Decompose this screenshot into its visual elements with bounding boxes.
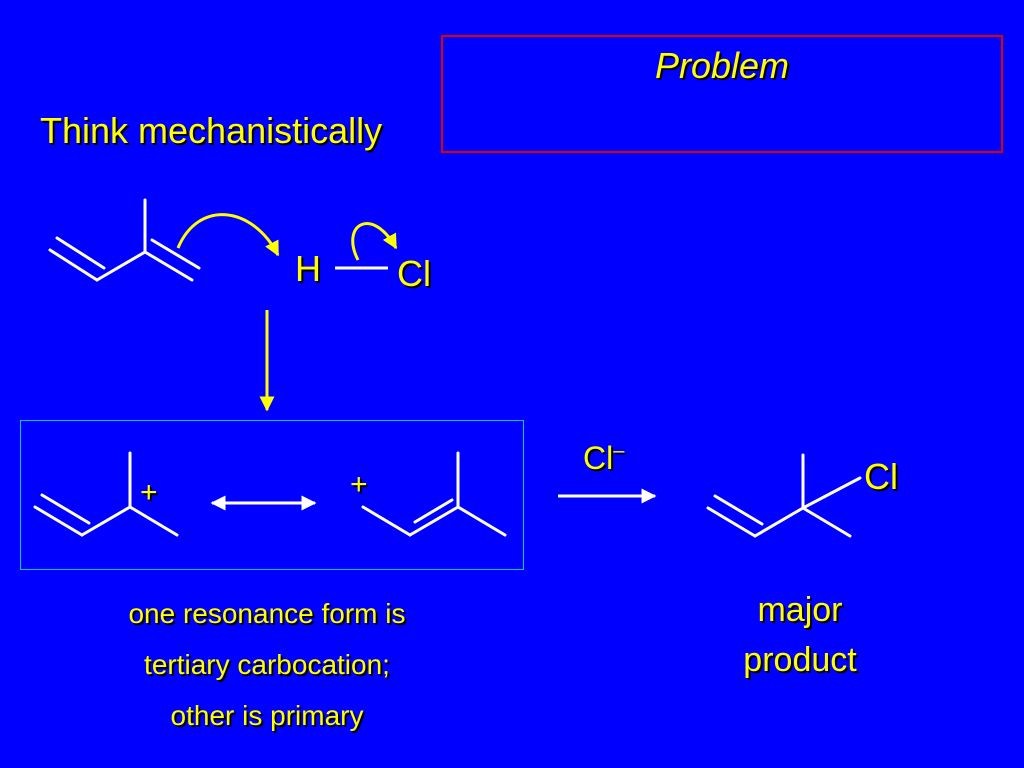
product-caption-line-2: product: [743, 641, 857, 679]
carbocation-charge-right: +: [350, 468, 368, 501]
heading: Think mechanistically: [40, 110, 383, 151]
product-cl: Cl: [864, 456, 898, 497]
resonance-form-left: [33, 451, 179, 537]
curved-arrow-bond-to-cl: [351, 222, 398, 261]
chloride-label: Cl–: [583, 440, 624, 477]
resonance-form-right: [361, 451, 507, 537]
resonance-box: [20, 420, 524, 570]
product-caption-line-1: major: [757, 591, 843, 629]
caption-line-1: one resonance form is: [128, 598, 406, 629]
chloride-symbol: Cl: [583, 440, 614, 476]
resonance-caption: one resonance form is tertiary carbocati…: [60, 588, 474, 741]
product-structure: [706, 453, 862, 538]
carbocation-charge-left: +: [140, 476, 158, 509]
atom-h: H: [295, 248, 321, 289]
atom-cl: Cl: [397, 253, 431, 294]
caption-line-3: other is primary: [170, 700, 364, 731]
chloride-charge: –: [613, 440, 625, 462]
curved-arrow-pi-to-h: [176, 213, 280, 257]
problem-title: Problem: [654, 45, 790, 86]
reactant-isoprene: [48, 198, 201, 282]
caption-line-2: tertiary carbocation;: [144, 649, 390, 680]
problem-box: Problem: [441, 35, 1003, 153]
product-caption: major product: [700, 585, 900, 685]
